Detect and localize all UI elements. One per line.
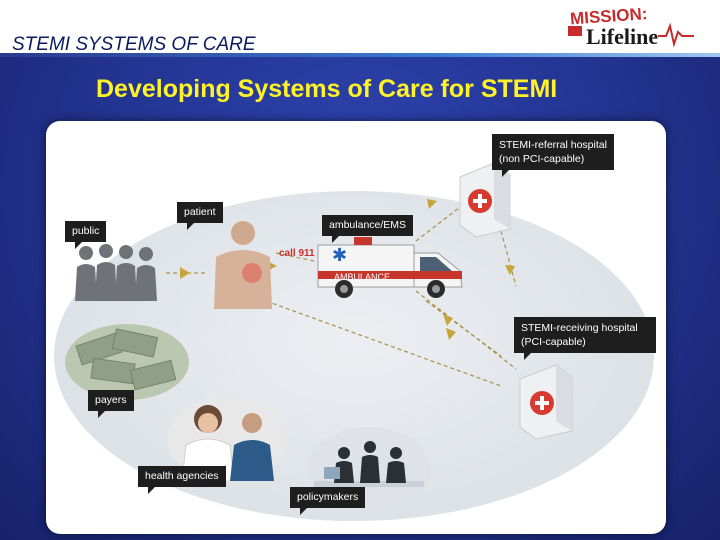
label-payers: payers: [88, 390, 134, 411]
label-public: public: [65, 221, 106, 242]
label-receiving-hospital: STEMI-receiving hospital (PCI-capable): [514, 317, 656, 353]
label-patient: patient: [177, 202, 223, 223]
arrow-head: [180, 267, 190, 279]
patient-figure: [208, 217, 278, 309]
label-receiving-line2: (PCI-capable): [521, 335, 638, 349]
arrow-patient-to-receiving: [266, 301, 501, 386]
star-of-life-icon: ✱: [332, 245, 347, 265]
arrow-ems-to-receiving-2: [426, 301, 501, 356]
logo-accent: [568, 26, 582, 36]
label-health-agencies: health agencies: [138, 466, 226, 487]
label-referral-hospital: STEMI-referral hospital (non PCI-capable…: [492, 134, 614, 170]
arrow-head: [505, 265, 515, 275]
arrow-referral-to-receiving: [501, 231, 516, 286]
arrow-head: [446, 328, 456, 340]
arrow-head: [443, 314, 453, 326]
logo-lifeline-text: Lifeline: [586, 24, 658, 49]
slide-title: Developing Systems of Care for STEMI: [96, 75, 557, 104]
receiving-hospital-icon: [514, 361, 576, 441]
label-referral-line2: (non PCI-capable): [499, 152, 607, 166]
mission-lifeline-logo: MISSION: Lifeline: [566, 4, 696, 50]
label-ambulance-ems: ambulance/EMS: [322, 215, 413, 236]
section-title: STEMI SYSTEMS OF CARE: [12, 34, 256, 56]
label-receiving-line1: STEMI-receiving hospital: [521, 321, 638, 335]
label-policymakers: policymakers: [290, 487, 365, 508]
public-people-icon: [74, 241, 166, 301]
arrow-head: [427, 199, 437, 209]
call-911-text: call 911: [279, 248, 315, 259]
diagram-panel: call 911 ✱ AMBULANCE: [46, 121, 666, 534]
label-referral-line1: STEMI-referral hospital: [499, 138, 607, 152]
